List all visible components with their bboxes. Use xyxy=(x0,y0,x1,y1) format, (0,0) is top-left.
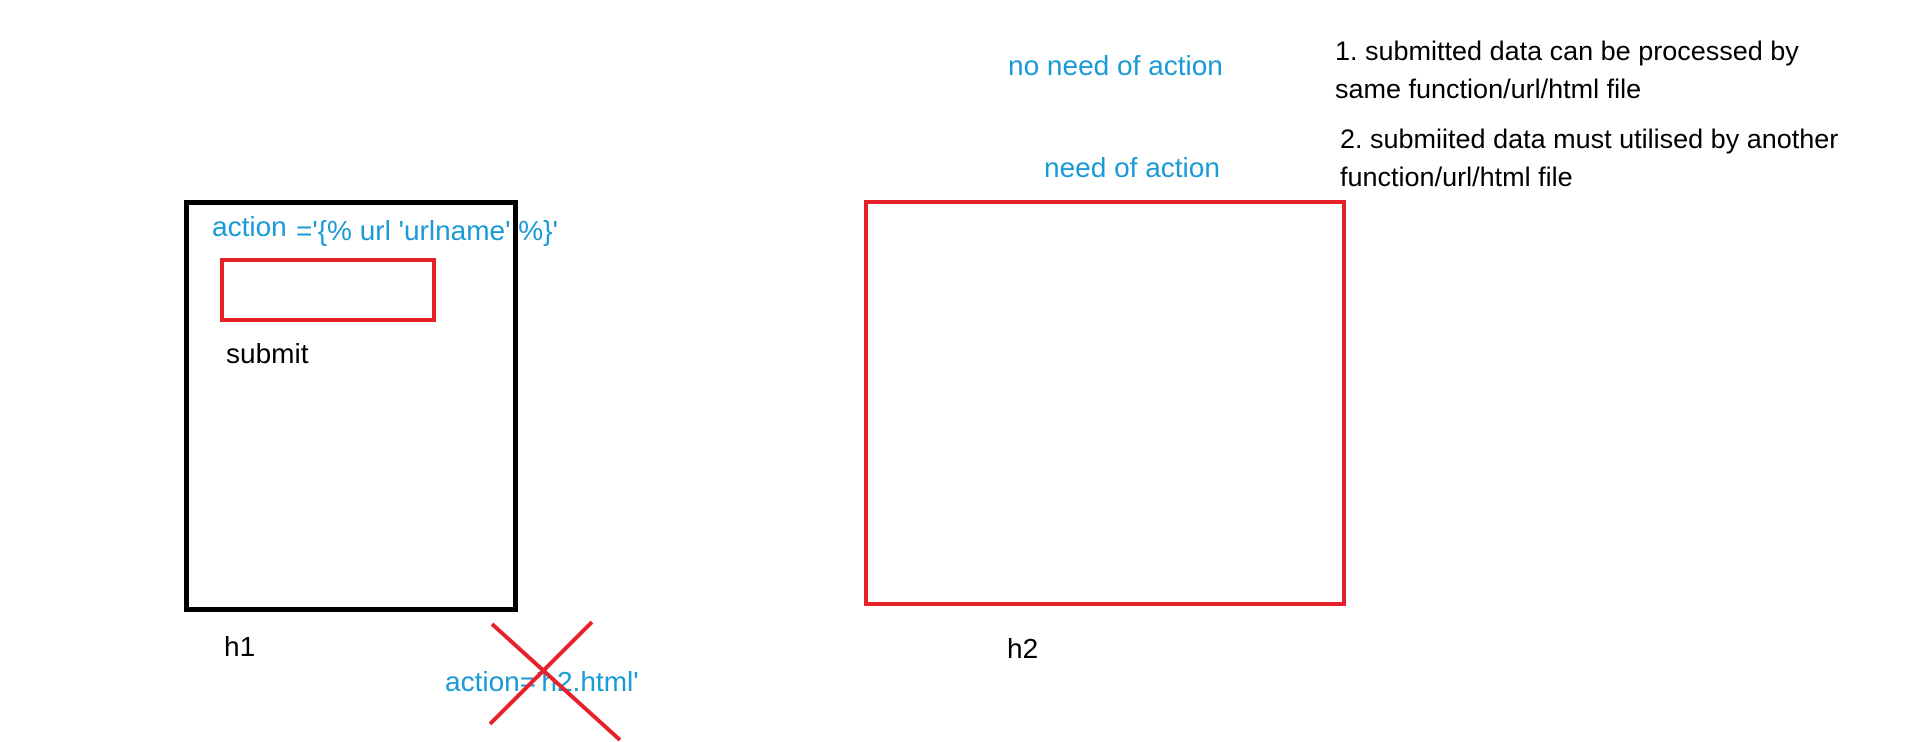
submit-label: submit xyxy=(226,338,309,369)
note-1-line-1: 1. submitted data can be processed by xyxy=(1335,36,1799,66)
note-2-line-1: 2. submiited data must utilised by anoth… xyxy=(1340,124,1839,154)
no-need-of-action-label: no need of action xyxy=(1008,50,1223,81)
h2-caption: h2 xyxy=(1007,633,1039,664)
action-value: ='{% url 'urlname' %}' xyxy=(296,215,558,246)
h1-caption: h1 xyxy=(224,631,256,662)
note-1-line-2: same function/url/html file xyxy=(1335,74,1642,104)
note-2: 2. submiited data must utilised by anoth… xyxy=(1340,120,1838,196)
note-2-line-2: function/url/html file xyxy=(1340,162,1573,192)
need-of-action-label: need of action xyxy=(1044,152,1220,183)
cross-out-icon xyxy=(488,620,622,742)
action-label: action xyxy=(212,211,287,242)
input-field-box xyxy=(220,258,436,322)
h1-form-box xyxy=(184,200,518,612)
h2-form-box xyxy=(864,200,1346,606)
note-1: 1. submitted data can be processed by sa… xyxy=(1335,32,1799,108)
